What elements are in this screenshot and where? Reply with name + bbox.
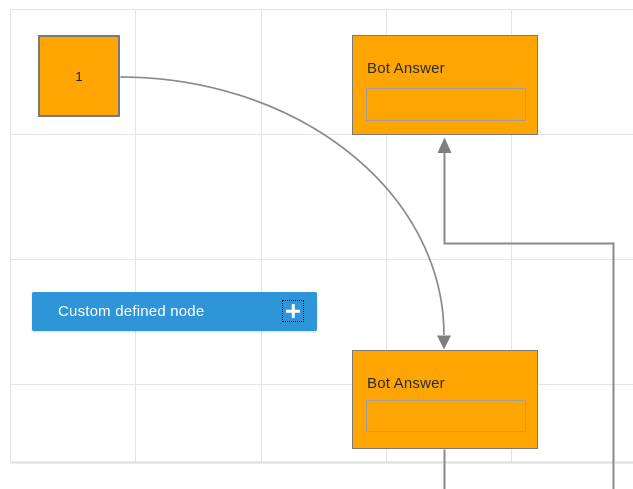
connector-elbow[interactable] [437,137,615,489]
node-input-field[interactable] [366,88,526,121]
arrowhead-up-icon [437,137,452,153]
plus-icon[interactable] [282,300,304,322]
start-node-label: 1 [75,68,83,84]
custom-defined-node-label: Custom defined node [58,303,205,320]
start-node[interactable]: 1 [38,35,120,117]
arrowhead-down-icon [437,335,451,350]
node-title: Bot Answer [367,375,445,392]
bot-answer-node-bottom[interactable]: Bot Answer [352,350,538,449]
node-title: Bot Answer [367,60,445,77]
custom-defined-node-button[interactable]: Custom defined node [32,292,317,331]
node-input-field[interactable] [366,400,526,432]
connector-curve[interactable] [120,76,452,350]
bot-answer-node-top[interactable]: Bot Answer [352,35,538,135]
